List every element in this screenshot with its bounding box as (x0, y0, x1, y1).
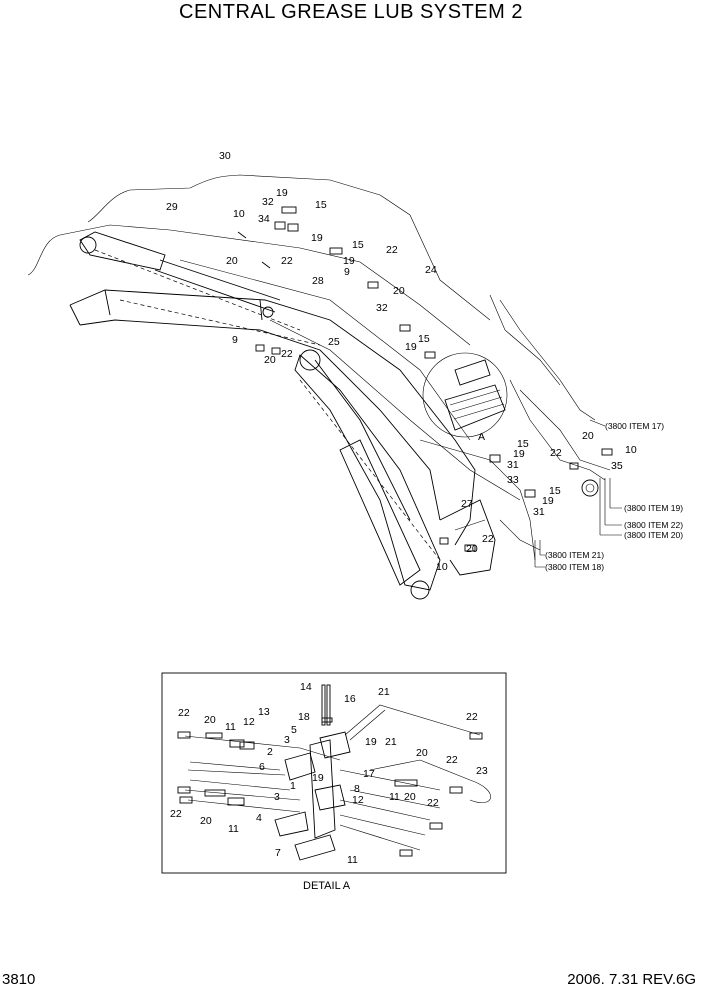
label: 20 (582, 430, 594, 442)
label: 19 (542, 495, 554, 507)
label: 22 (482, 533, 494, 545)
label: 8 (354, 783, 360, 795)
label: 12 (352, 794, 364, 806)
label: 33 (507, 474, 519, 486)
label: 11 (225, 721, 236, 733)
label: 28 (312, 275, 324, 287)
label: 19 (311, 232, 323, 244)
label: 32 (376, 302, 388, 314)
label: 15 (315, 199, 327, 211)
label: 15 (352, 239, 364, 251)
label: 13 (258, 706, 270, 718)
fittings (237, 206, 613, 552)
detail-marker: A (478, 431, 485, 443)
detail-labels: 14 16 21 22 18 22 20 11 12 13 5 3 2 19 2… (170, 681, 488, 866)
ref-label: (3800 ITEM 22) (624, 520, 683, 530)
reference-labels: (3800 ITEM 17) (3800 ITEM 19) (3800 ITEM… (545, 421, 683, 572)
detail-a-box (161, 672, 507, 874)
label: 15 (549, 485, 561, 497)
ref-label: (3800 ITEM 18) (545, 562, 604, 572)
label: 19 (365, 736, 377, 748)
revision-date: 2006. 7.31 REV.6G (567, 971, 696, 988)
label: 14 (300, 681, 312, 693)
boom-outline (69, 231, 496, 600)
label: 3 (274, 791, 280, 803)
label: 20 (393, 285, 405, 297)
label: 31 (533, 506, 545, 518)
label: 24 (425, 264, 437, 276)
reference-brackets (534, 419, 622, 568)
grease-lines (27, 174, 611, 561)
label: 19 (513, 448, 525, 460)
page-number: 3810 (2, 971, 36, 988)
label: 27 (461, 498, 473, 510)
label: 15 (418, 333, 430, 345)
label: 18 (298, 711, 310, 723)
label: 3 (284, 734, 290, 746)
ref-label: (3800 ITEM 21) (545, 550, 604, 560)
label: 2 (267, 746, 273, 758)
label: 10 (233, 208, 245, 220)
main-labels: 30 29 19 32 15 34 10 19 15 22 20 22 19 9… (166, 150, 637, 573)
label: 19 (405, 341, 417, 353)
label: 21 (378, 686, 390, 698)
label: 22 (550, 447, 562, 459)
label: 17 (363, 768, 375, 780)
label: 20 (226, 255, 238, 267)
label: 31 (507, 459, 519, 471)
label: 11 (347, 854, 358, 866)
label: 11 (228, 823, 239, 835)
label: 35 (611, 460, 623, 472)
label: 25 (328, 336, 340, 348)
label: 10 (436, 561, 448, 573)
label: 29 (166, 201, 178, 213)
label: 19 (343, 255, 355, 267)
label: 1 (290, 780, 296, 792)
label: 22 (446, 754, 458, 766)
label: 20 (404, 791, 416, 803)
label: 6 (259, 761, 265, 773)
label: 9 (344, 266, 350, 278)
label: 22 (386, 244, 398, 256)
label: 20 (466, 543, 478, 555)
label: 15 (517, 438, 529, 450)
label: 11 (389, 791, 400, 803)
label: 22 (170, 808, 182, 820)
detail-a-region (422, 352, 599, 497)
label: 22 (281, 348, 293, 360)
label: 23 (476, 765, 488, 777)
label: 12 (243, 716, 255, 728)
label: 5 (291, 724, 297, 736)
label: 20 (264, 354, 276, 366)
label: 10 (625, 444, 637, 456)
label: 7 (275, 847, 281, 859)
label: 19 (276, 187, 288, 199)
ref-label: (3800 ITEM 17) (605, 421, 664, 431)
label: 22 (281, 255, 293, 267)
detail-caption: DETAIL A (303, 880, 351, 892)
label: 4 (256, 812, 262, 824)
label: 21 (385, 736, 397, 748)
label: 22 (178, 707, 190, 719)
label: 16 (344, 693, 356, 705)
label: 20 (200, 815, 212, 827)
ref-label: (3800 ITEM 19) (624, 503, 683, 513)
label: 22 (466, 711, 478, 723)
ref-label: (3800 ITEM 20) (624, 530, 683, 540)
label: 20 (204, 714, 216, 726)
label: 22 (427, 797, 439, 809)
label: 20 (416, 747, 428, 759)
label: 30 (219, 150, 231, 162)
page-title: CENTRAL GREASE LUB SYSTEM 2 (179, 1, 523, 23)
label: 32 (262, 196, 274, 208)
label: 19 (312, 772, 324, 784)
label: 9 (232, 334, 238, 346)
label: 34 (258, 213, 270, 225)
